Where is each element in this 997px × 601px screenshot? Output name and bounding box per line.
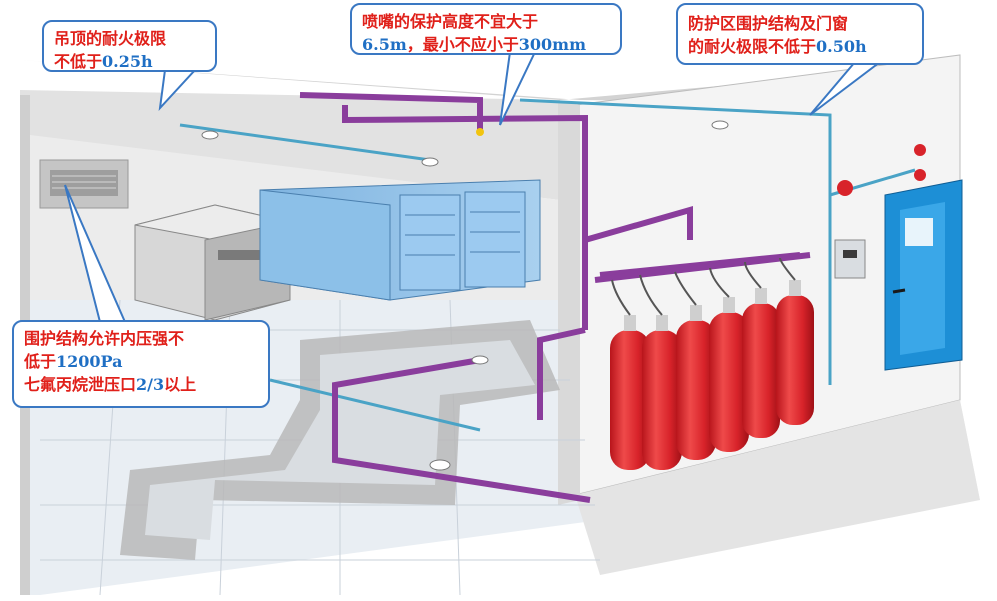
callout-value: 0.50h [816,37,867,56]
cylinder [610,315,650,470]
nozzle-icon [476,128,484,136]
right-room-floor [575,400,980,575]
cylinder [776,280,814,425]
callout-ceiling-fire-resistance: 吊顶的耐火极限 不低于0.25h [42,20,217,72]
callout-enclosure-fire-resistance: 防护区围护结构及门窗 的耐火极限不低于0.50h [676,3,924,65]
callout-value: 300mm [518,35,587,54]
cylinder [676,305,716,460]
callout-text: 七氟丙烷泄压口 [24,375,137,394]
callout-text: 防护区围护结构及门窗 [688,14,849,33]
callout-text: 不低于 [54,52,103,71]
partition-edge [558,100,580,505]
alarm-bell-icon [837,180,853,196]
callout-value: 0.25h [102,52,153,71]
smoke-detector-icon [201,120,729,471]
callout-value: 2/3 [136,375,165,394]
callout-value: 6.5m [362,35,407,54]
control-panel-icon [834,239,866,279]
callout-text: ，最小不应小于 [406,35,519,54]
air-conditioner-unit [134,204,291,321]
cylinder-manifold [594,252,811,283]
protection-zone-door [884,179,963,371]
callout-nozzle-height: 喷嘴的保护高度不宜大于 6.5m，最小不应小于300mm [350,3,622,55]
callout-text: 的耐火极限不低于 [688,37,817,56]
callout-text: 吊顶的耐火极限 [54,29,167,48]
cylinder [709,297,749,452]
server-cabinets [259,179,541,301]
wall-vent [39,159,129,209]
cylinder-hoses [611,257,796,316]
strobe-light-icon [914,144,926,181]
callout-pointers [64,51,883,323]
callout-value: 1200Pa [56,352,123,371]
callout-text: 以上 [164,375,197,394]
floor-void-inner [145,340,535,540]
callout-enclosure-pressure: 围护结构允许内压强不 低于1200Pa 七氟丙烷泄压口2/3以上 [12,320,270,408]
callout-text: 围护结构允许内压强不 [24,329,185,348]
callout-text: 喷嘴的保护高度不宜大于 [362,12,539,31]
detector-wiring [179,98,916,432]
door-handle-icon [892,288,906,294]
cylinder [642,315,682,470]
cylinder [742,288,780,438]
agent-cylinders [610,280,814,470]
callout-text: 低于 [24,352,57,371]
